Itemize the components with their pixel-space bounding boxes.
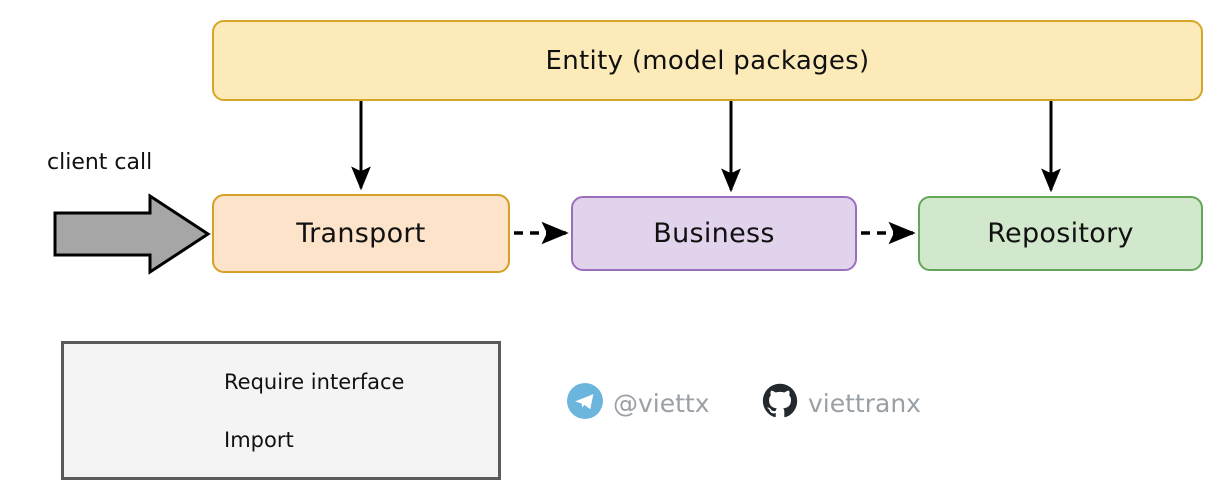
node-business[interactable]: Business — [571, 196, 857, 271]
legend-box — [61, 341, 501, 480]
social-github[interactable]: viettranx — [762, 383, 921, 423]
legend-item-import-label: Import — [224, 428, 294, 452]
node-entity-label: Entity (model packages) — [545, 45, 870, 76]
client-call-arrow — [53, 193, 211, 275]
node-business-label: Business — [653, 218, 775, 249]
telegram-handle: @viettx — [613, 388, 710, 418]
node-entity[interactable]: Entity (model packages) — [212, 20, 1203, 101]
github-handle: viettranx — [808, 388, 921, 418]
node-repository[interactable]: Repository — [918, 196, 1203, 271]
social-telegram[interactable]: @viettx — [567, 383, 710, 423]
node-transport[interactable]: Transport — [212, 194, 510, 273]
telegram-icon — [567, 383, 603, 423]
legend-item-require-interface-label: Require interface — [224, 370, 405, 394]
github-icon — [762, 383, 798, 423]
node-repository-label: Repository — [987, 218, 1134, 249]
client-call-label: client call — [47, 150, 153, 175]
node-transport-label: Transport — [296, 218, 426, 249]
